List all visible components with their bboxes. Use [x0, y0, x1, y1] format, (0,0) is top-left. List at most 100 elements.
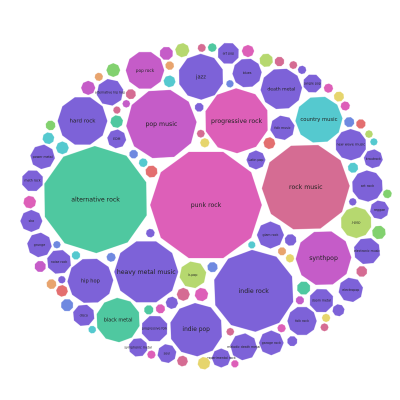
bubble-shape	[295, 231, 352, 286]
bubble-node: progressive folk	[141, 315, 168, 342]
bubble-shape	[319, 322, 330, 332]
bubble-node: ska	[19, 209, 43, 233]
bubble-node-unlabeled	[319, 322, 330, 332]
bubble-node: heavy metal music	[113, 240, 179, 303]
bubble-node: pop rock	[125, 51, 165, 90]
bubble-node: rock music	[261, 144, 351, 230]
bubble-shape	[294, 96, 343, 143]
bubble-node-unlabeled	[356, 265, 368, 278]
bubble-node-unlabeled	[159, 46, 174, 61]
bubble-node-unlabeled	[194, 102, 204, 112]
bubble-shape	[146, 349, 157, 360]
bubble-node-unlabeled	[197, 356, 211, 370]
bubble-node-unlabeled	[106, 252, 117, 263]
bubble-shape	[125, 89, 198, 159]
bubble-shape	[230, 359, 239, 368]
bubble-shape	[88, 325, 97, 334]
bubble-node-unlabeled	[340, 100, 351, 112]
bubble-node: pop music	[125, 89, 198, 159]
bubble-shape	[371, 225, 387, 240]
bubble-shape	[178, 53, 224, 101]
bubble-shape	[369, 200, 390, 220]
bubble-node-unlabeled	[42, 131, 55, 145]
bubble-shape	[57, 96, 108, 146]
bubble-node-unlabeled	[165, 296, 179, 310]
bubble-shape	[157, 343, 177, 364]
bubble-node-unlabeled	[125, 88, 137, 100]
bubble-node-unlabeled	[262, 136, 276, 150]
bubble-node: glam rock	[256, 220, 285, 250]
bubble-shape	[288, 60, 298, 70]
bubble-node-unlabeled	[176, 355, 189, 367]
bubble-shape	[169, 302, 223, 357]
bubble-node-unlabeled	[382, 188, 393, 199]
bubble-shape	[21, 169, 44, 192]
bubble-shape	[286, 335, 298, 347]
bubble-shape	[217, 42, 240, 65]
bubble-shape	[351, 169, 383, 203]
bubble-node-unlabeled	[71, 250, 81, 260]
bubble-node-unlabeled	[121, 99, 131, 109]
bubble-shape	[199, 137, 210, 149]
bubble-shape	[106, 252, 117, 263]
bubble-shape	[285, 253, 295, 264]
bubble-shape	[340, 206, 372, 239]
bubble-node-unlabeled	[94, 72, 104, 82]
bubble-node-unlabeled	[348, 197, 358, 207]
bubble-node: art pop	[217, 42, 240, 65]
bubble-node: indie pop	[169, 302, 223, 357]
bubble-node-unlabeled	[321, 313, 331, 323]
bubble-node: art rock	[351, 169, 383, 203]
bubble-shape	[347, 162, 359, 174]
bubble-node-unlabeled	[22, 195, 37, 209]
bubble-shape	[125, 88, 137, 100]
bubble-shape	[356, 265, 368, 278]
bubble-shape	[164, 60, 175, 71]
bubble-shape	[141, 315, 168, 342]
bubble-node-unlabeled	[230, 359, 239, 368]
bubble-shape	[245, 149, 266, 170]
bubble-shape	[66, 258, 114, 304]
bubble-node-unlabeled	[225, 79, 235, 89]
bubble-node: garage rock	[258, 329, 285, 356]
bubble-shape	[145, 228, 156, 238]
bubble-node-unlabeled	[296, 281, 311, 295]
bubble-node-unlabeled	[146, 349, 157, 360]
bubble-node: alternative hip hop	[95, 78, 125, 107]
bubble-shape	[364, 129, 374, 139]
bubble-shape	[109, 114, 124, 129]
bubble-node-unlabeled	[288, 60, 298, 70]
bubble-node-unlabeled	[80, 80, 96, 96]
bubble-node-unlabeled	[225, 327, 235, 337]
bubble-shape	[382, 188, 393, 199]
bubble-shape	[46, 249, 72, 275]
bubble-shape	[128, 149, 139, 159]
bubble-shape	[348, 197, 358, 207]
bubble-node-unlabeled	[174, 42, 190, 58]
bubble-shape	[340, 100, 351, 112]
bubble-node-unlabeled	[259, 53, 274, 68]
bubble-node-unlabeled	[143, 304, 154, 315]
bubble-shape	[286, 306, 318, 336]
bubble-node: j-pop	[340, 206, 372, 239]
bubble-shape	[225, 79, 235, 89]
bubble-node-unlabeled	[343, 116, 355, 128]
bubble-node: blues	[231, 58, 263, 88]
bubble-shape	[297, 65, 307, 75]
bubble-node-unlabeled	[207, 42, 218, 53]
bubble-node: punk rock	[149, 151, 263, 259]
bubble-node: folk music	[269, 115, 296, 141]
bubble-shape	[43, 145, 148, 254]
bubble-shape	[155, 303, 166, 314]
bubble-shape	[176, 287, 191, 302]
bubble-node: melodic death metal	[227, 332, 260, 361]
bubble-shape	[94, 72, 104, 82]
bubble-shape	[80, 80, 96, 96]
bubble-shape	[259, 53, 274, 68]
bubble-node-unlabeled	[247, 240, 256, 249]
bubble-shape	[333, 91, 345, 103]
bubble-shape	[277, 246, 287, 256]
bubble-node-unlabeled	[163, 74, 176, 88]
bubble-node-unlabeled	[60, 298, 74, 312]
